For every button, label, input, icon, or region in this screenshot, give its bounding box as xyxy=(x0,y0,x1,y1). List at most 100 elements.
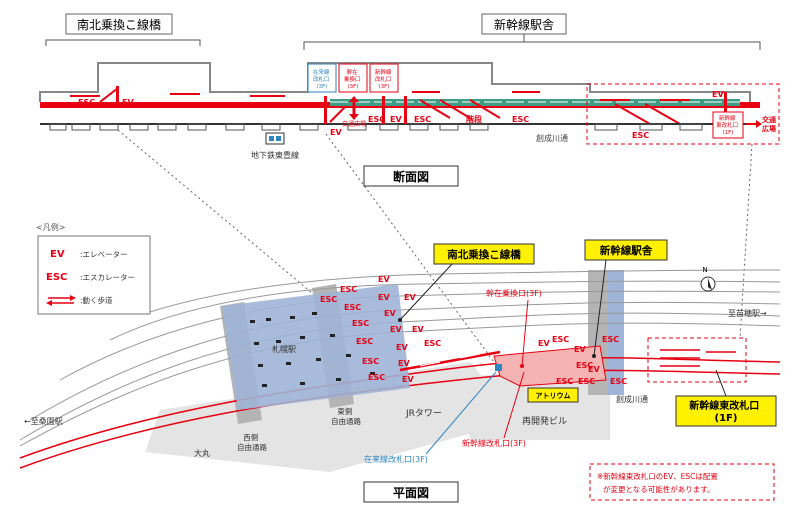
svg-text:ESC: ESC xyxy=(602,335,619,344)
east-passage-label: 東側 自由通路 xyxy=(331,406,361,426)
section-view-title: 断面図 xyxy=(393,169,429,184)
svg-text:新幹線東改札口 (1F): 新幹線東改札口 (1F) xyxy=(689,399,762,424)
svg-text:EV: EV xyxy=(396,343,408,352)
legend-title: <凡例> xyxy=(36,222,65,232)
svg-text:EV: EV xyxy=(538,339,550,348)
callout-station xyxy=(584,239,668,261)
escalator-lines xyxy=(99,87,681,125)
svg-text:ESC: ESC xyxy=(424,339,441,348)
svg-text:南北乗換こ線橋: 南北乗換こ線橋 xyxy=(447,248,521,261)
legend-box xyxy=(37,235,151,315)
svg-text:EV: EV xyxy=(402,375,414,384)
shinkansen-concourse xyxy=(493,345,607,387)
station-ev-esc-labels: EV ESC ESC EV ESC ESC EV ESC ESC xyxy=(538,335,627,386)
west-passage-label: 西側 自由通路 xyxy=(237,432,267,452)
svg-text:ESC: ESC xyxy=(552,335,569,344)
east-gate-callout xyxy=(675,395,777,427)
svg-text:EV: EV xyxy=(712,90,724,99)
atrium-box xyxy=(527,387,579,403)
subway-icon xyxy=(265,132,285,145)
svg-text:ESC: ESC xyxy=(512,115,529,124)
svg-text:EV: EV xyxy=(390,115,402,124)
zairai-gate-box xyxy=(307,63,337,93)
svg-text:交通広場: 交通広場 xyxy=(342,120,366,128)
north-label: N xyxy=(702,266,707,274)
svg-text:ESC: ESC xyxy=(556,377,573,386)
svg-text:ESC: ESC xyxy=(368,115,385,124)
plan-walkway xyxy=(399,350,501,372)
view-connectors xyxy=(117,129,753,363)
to-kuwazono: ←至桑園駅 xyxy=(24,416,63,426)
section-view: 南北乗換こ線橋 新幹線駅舎 xyxy=(39,13,780,187)
section-view-title-box xyxy=(363,165,459,187)
svg-text:交通 広場: 交通 広場 xyxy=(762,115,778,133)
svg-text:ESC: ESC xyxy=(340,285,357,294)
plan-east-gate-area xyxy=(647,337,747,383)
legend-walkway-icon xyxy=(48,297,74,304)
jr-tower-label: JRタワー xyxy=(405,408,442,419)
sosei-river xyxy=(608,270,624,395)
note-box xyxy=(589,463,775,501)
svg-text:EV: EV xyxy=(384,309,396,318)
shinkansen-gate-box xyxy=(369,63,399,93)
svg-text:新幹線駅舎: 新幹線駅舎 xyxy=(600,244,653,257)
legend-esc-text: :エスカレーター xyxy=(80,273,135,282)
bridge-title: 南北乗換こ線橋 xyxy=(77,17,161,32)
svg-text:ESC: ESC xyxy=(632,131,649,140)
plan-river-street: 創成川通 xyxy=(616,394,648,404)
bridge-span-bracket xyxy=(45,39,201,46)
svg-text:ESC: ESC xyxy=(320,295,337,304)
svg-text:EV: EV xyxy=(122,98,134,107)
kansen-gate-box xyxy=(338,63,368,93)
legend-ev-symbol: EV xyxy=(50,249,65,260)
zairai-gate-marker xyxy=(495,364,502,371)
plan-view: <凡例> EV :エレベーター ESC :エスカレーター :動く歩道 xyxy=(19,222,781,503)
station-title: 新幹線駅舎 xyxy=(494,17,554,32)
sapporo-station-building xyxy=(222,284,410,410)
svg-text:幹在 乗換口 (3F): 幹在 乗換口 (3F) xyxy=(344,68,362,90)
svg-text:ESC: ESC xyxy=(578,377,595,386)
daimaru-label: 大丸 xyxy=(194,448,210,458)
svg-text:ESC: ESC xyxy=(362,357,379,366)
zairai-gate-label: 在来線改札口(3F) xyxy=(364,454,428,464)
shinkansen-gate-label: 新幹線改札口(3F) xyxy=(462,438,526,448)
svg-text:EV: EV xyxy=(398,359,410,368)
svg-text:ESC: ESC xyxy=(78,98,95,107)
svg-text:EV: EV xyxy=(390,325,402,334)
svg-text:EV: EV xyxy=(412,325,424,334)
svg-text:ESC: ESC xyxy=(352,319,369,328)
kansen-gate-label: 幹在乗換口(3F) xyxy=(486,288,542,298)
legend-esc-symbol: ESC xyxy=(46,272,67,283)
svg-text:ESC: ESC xyxy=(356,337,373,346)
section-labels: ESC EV EV ESC EV ESC 階段 ESC EV ESC xyxy=(78,90,724,140)
legend-ev-text: :エレベーター xyxy=(80,250,128,259)
svg-text:ESC: ESC xyxy=(610,377,627,386)
svg-text:EV: EV xyxy=(588,365,600,374)
east-gate-box xyxy=(712,111,744,139)
ground-buildings xyxy=(145,362,520,472)
svg-text:ESC: ESC xyxy=(368,373,385,382)
walkway-arrows xyxy=(70,91,690,101)
plan-view-title: 平面図 xyxy=(393,486,429,500)
svg-text:新幹線 東改札口 (1F): 新幹線 東改札口 (1F) xyxy=(716,114,740,136)
subway-label: 地下鉄東豊線 xyxy=(251,150,299,160)
sapporo-station-label: 札幌駅 xyxy=(272,344,296,354)
svg-text:アトリウム: アトリウム xyxy=(536,391,571,400)
bridge-ev-esc-labels: EV ESC EV ESC EV ESC EV ESC EV ESC EV ES… xyxy=(320,275,441,384)
plan-view-title-box xyxy=(363,481,459,503)
svg-text:ESC: ESC xyxy=(576,361,593,370)
svg-text:EV: EV xyxy=(378,275,390,284)
svg-text:EV: EV xyxy=(378,293,390,302)
shinkansen-tracks xyxy=(19,356,781,469)
legend-walk-text: :動く歩道 xyxy=(80,295,113,305)
callout-bridge xyxy=(433,243,535,265)
redev-label: 再開発ビル xyxy=(522,415,567,427)
station-span-bracket xyxy=(303,34,761,50)
svg-text:階段: 階段 xyxy=(466,114,482,124)
svg-text:ESC: ESC xyxy=(344,303,361,312)
bridge-title-box xyxy=(65,13,173,35)
svg-text:EV: EV xyxy=(330,128,342,137)
svg-text:EV: EV xyxy=(574,345,586,354)
